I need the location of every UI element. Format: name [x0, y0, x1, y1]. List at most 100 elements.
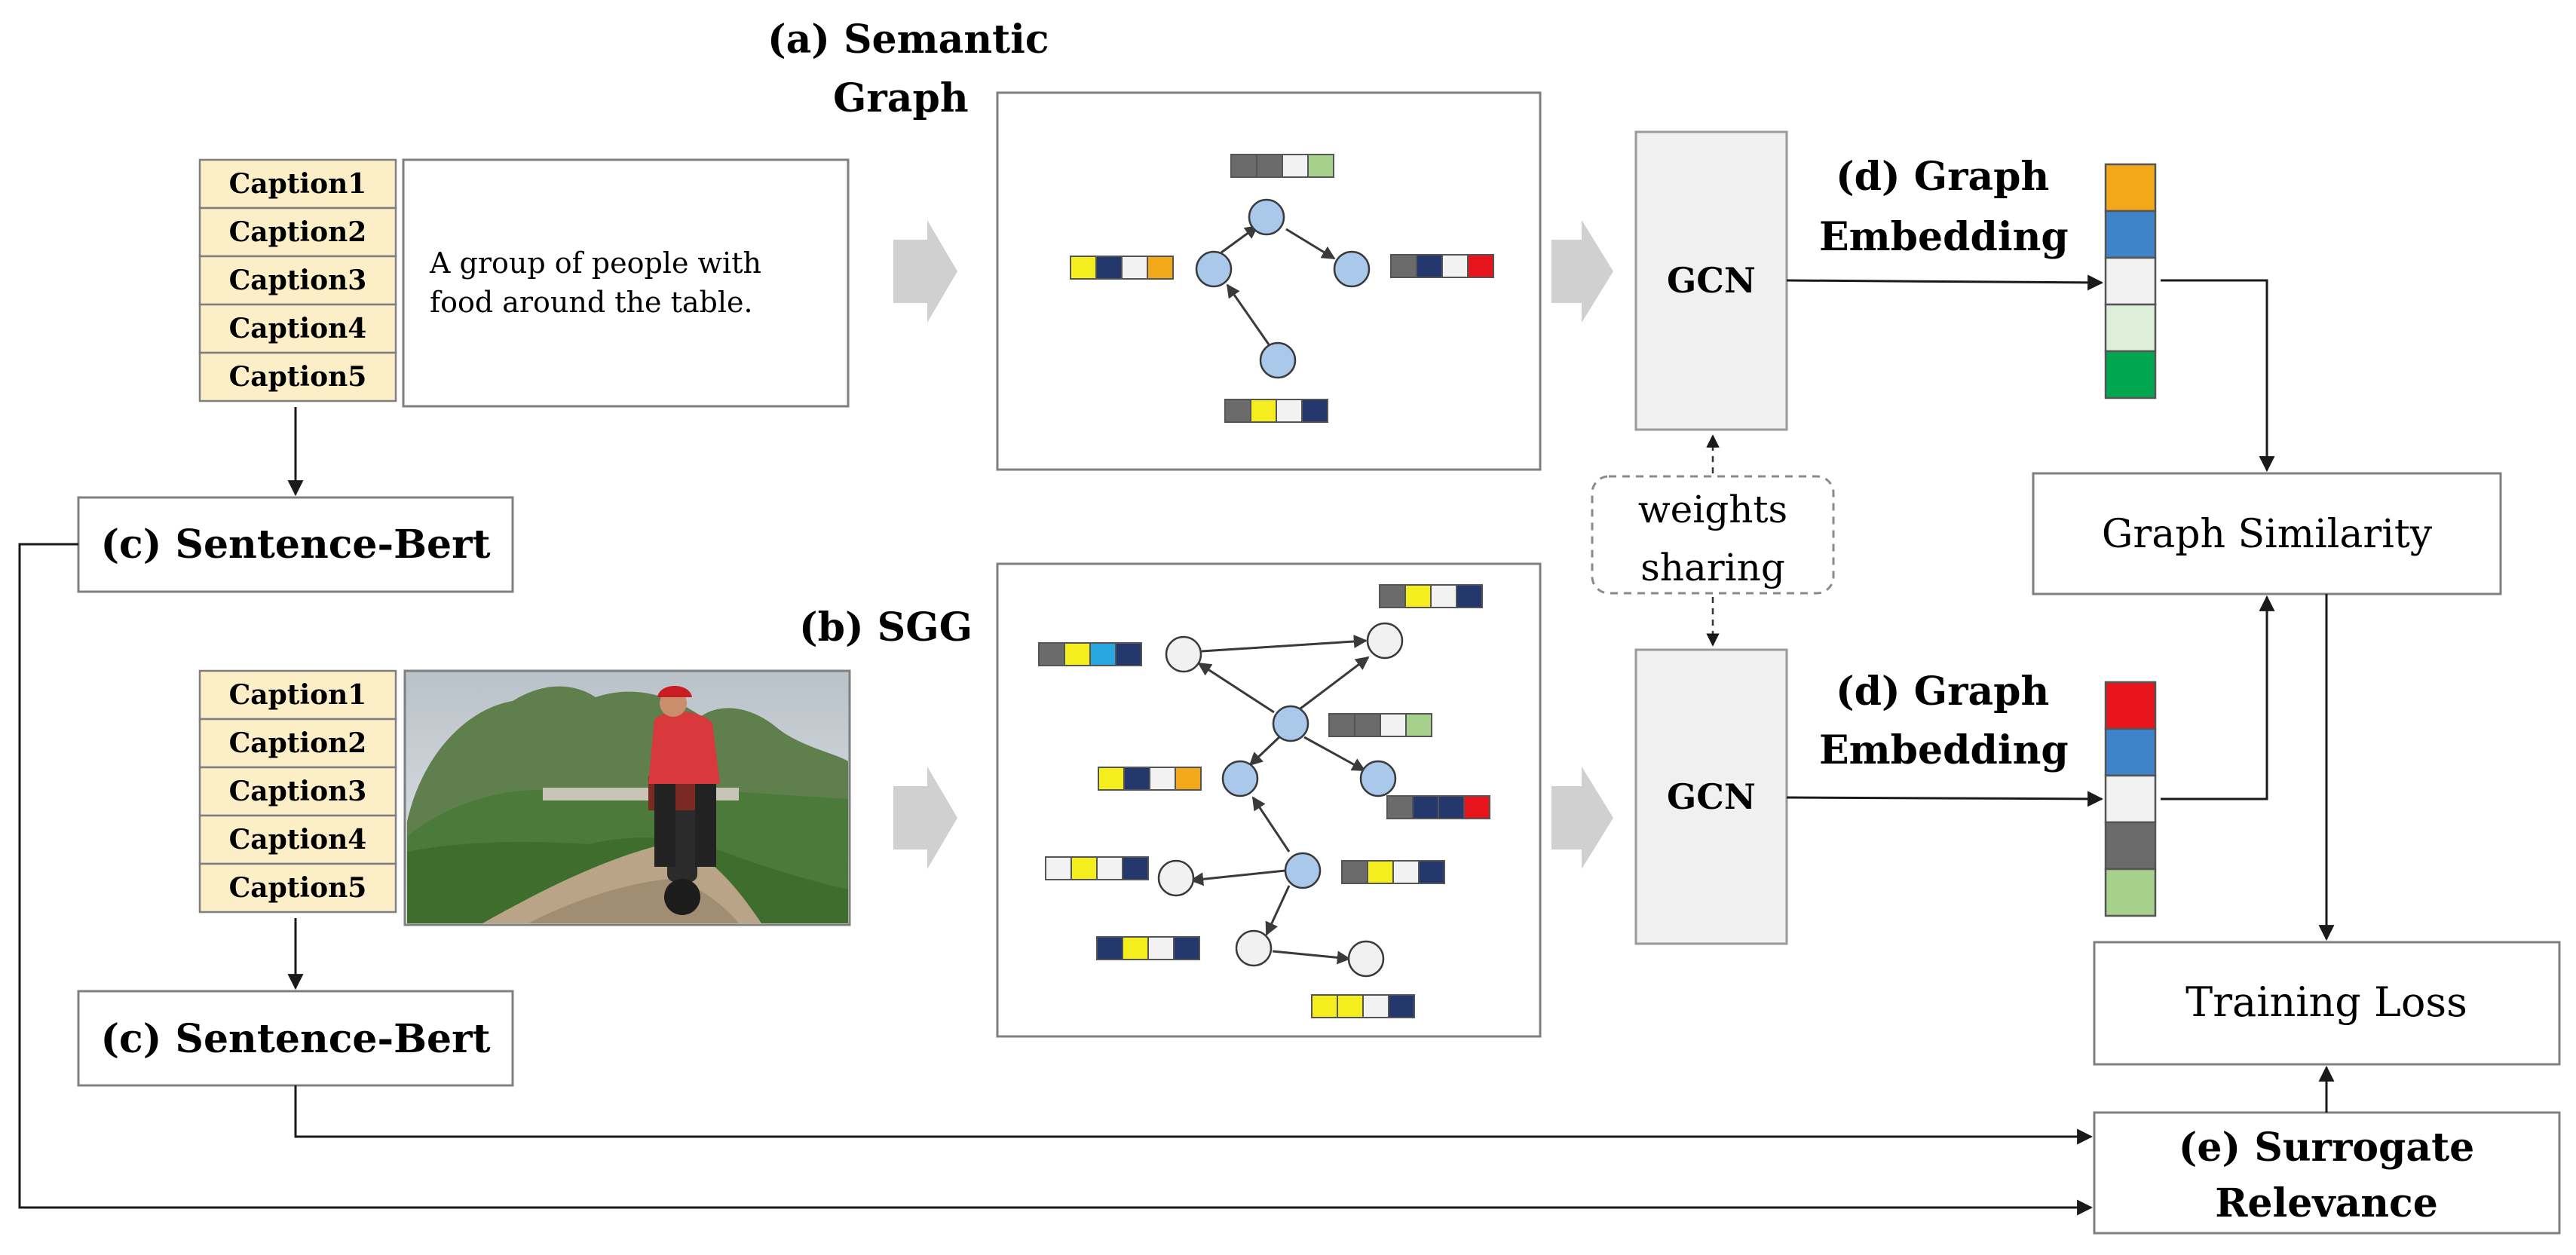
feature-cell	[1467, 254, 1494, 278]
feature-cell	[1441, 254, 1469, 278]
feature-cell	[1070, 256, 1097, 280]
feature-cell	[1282, 154, 1309, 178]
graph-embedding-bottom-line2: Embedding	[1819, 727, 2069, 773]
feature-cell	[1098, 767, 1125, 791]
embedding-cell	[2104, 868, 2157, 917]
embedding-cell	[2104, 256, 2157, 306]
embedding-cell	[2104, 210, 2157, 259]
feature-cell	[1380, 713, 1407, 737]
embedding-cell	[2104, 163, 2157, 213]
training-loss-label: Training Loss	[2185, 978, 2467, 1026]
caption-cell	[198, 207, 397, 258]
flow-arrow-image-to-sgg	[893, 767, 957, 869]
embedding-cell	[2104, 821, 2157, 871]
feature-cell	[1096, 856, 1123, 880]
feature-cell	[1038, 642, 1065, 666]
caption-label: Caption3	[229, 776, 367, 807]
graph-node	[1259, 341, 1297, 379]
feature-cell	[1096, 936, 1123, 960]
feature-cell	[1405, 713, 1432, 737]
feature-cell	[1147, 256, 1174, 280]
caption-cell	[198, 351, 397, 403]
feature-cell	[1328, 713, 1355, 737]
graph-node	[1333, 250, 1371, 288]
feature-cell	[1064, 642, 1091, 666]
caption-label: Caption5	[229, 361, 367, 393]
surrogate-relevance-line2: Relevance	[2215, 1180, 2438, 1226]
surrogate-relevance-box: (e) Surrogate Relevance	[2093, 1111, 2561, 1235]
embedding-vector-top	[2104, 163, 2157, 399]
feature-cell	[1147, 936, 1175, 960]
gcn-top: GCN	[1634, 130, 1788, 431]
feature-cell	[1311, 994, 1338, 1018]
flow-arrow-caption-to-semantic	[893, 220, 957, 323]
graph-node	[1359, 760, 1397, 797]
flow-arrow-sgg-to-gcn	[1551, 767, 1613, 869]
embedding-cell	[2104, 350, 2157, 399]
graph-node	[1221, 760, 1259, 797]
caption-cell	[198, 862, 397, 914]
semantic-graph-label-line1: (a) Semantic	[767, 17, 1049, 63]
caption-cell	[198, 766, 397, 817]
training-loss-box: Training Loss	[2093, 941, 2561, 1066]
gcn-top-label: GCN	[1667, 260, 1756, 301]
flow-arrow-semantic-to-gcn	[1551, 220, 1613, 323]
input-image-photo	[403, 669, 851, 926]
feature-cell	[1122, 856, 1149, 880]
feature-cell	[1045, 856, 1072, 880]
feature-cell	[1175, 767, 1202, 791]
caption-label: Caption5	[229, 872, 367, 904]
feature-cell	[1337, 994, 1364, 1018]
feature-cell	[1071, 856, 1098, 880]
graph-node	[1272, 705, 1309, 742]
feature-cell	[1463, 795, 1490, 819]
sentence-bert-top-label: (c) Sentence-Bert	[100, 522, 490, 568]
gcn-bottom: GCN	[1634, 648, 1788, 945]
feature-cell	[1250, 399, 1277, 423]
graph-node	[1235, 929, 1273, 967]
caption-text-line2: food around the table.	[430, 286, 753, 319]
caption-label: Caption2	[229, 727, 367, 759]
feature-cell	[1149, 767, 1176, 791]
feature-cell	[1341, 860, 1368, 884]
feature-cell	[1224, 399, 1251, 423]
embedding-cell	[2104, 727, 2157, 777]
feature-cell	[1388, 994, 1415, 1018]
surrogate-relevance-line1: (e) Surrogate	[2179, 1125, 2474, 1171]
feature-cell	[1392, 860, 1420, 884]
gcn-bottom-label: GCN	[1667, 776, 1756, 817]
graph-embedding-top-line1: (d) Graph	[1836, 154, 2049, 200]
feature-cell	[1367, 860, 1394, 884]
semantic-graph-label-line2: Graph	[833, 75, 969, 121]
feature-cell	[1386, 795, 1414, 819]
feature-cell	[1095, 256, 1123, 280]
graph-node	[1195, 250, 1233, 288]
feature-cell	[1115, 642, 1142, 666]
feature-cell	[1173, 936, 1200, 960]
feature-cell	[1412, 795, 1439, 819]
feature-cell	[1256, 154, 1283, 178]
graph-node	[1165, 635, 1202, 673]
feature-cell	[1230, 154, 1257, 178]
feature-cell	[1404, 584, 1432, 608]
graph-node	[1248, 198, 1285, 236]
graph-similarity-label: Graph Similarity	[2102, 512, 2433, 557]
sentence-bert-top: (c) Sentence-Bert	[77, 496, 514, 593]
weights-sharing-box: weights sharing	[1591, 475, 1835, 595]
embedding-vector-bottom	[2104, 681, 2157, 917]
feature-cell	[1276, 399, 1303, 423]
feature-cell	[1430, 584, 1457, 608]
caption-cell	[198, 718, 397, 769]
caption-label: Caption1	[229, 168, 367, 200]
feature-cell	[1354, 713, 1381, 737]
caption-cell	[198, 158, 397, 210]
caption-text-line1: A group of people with	[429, 246, 761, 280]
graph-node	[1284, 852, 1322, 889]
graph-node	[1366, 622, 1404, 660]
caption-cell	[198, 669, 397, 721]
sentence-bert-bottom: (c) Sentence-Bert	[77, 990, 514, 1087]
graph-node	[1157, 859, 1195, 897]
